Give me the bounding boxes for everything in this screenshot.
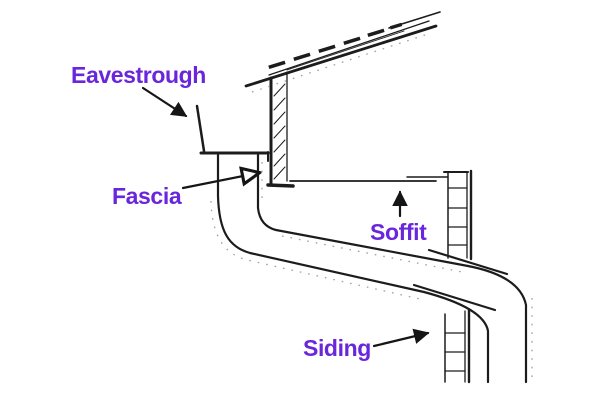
downspout-upper-edge — [256, 153, 528, 384]
downspout-pipe — [216, 153, 528, 384]
siding-wall-upper — [443, 169, 473, 261]
downspout-sketch-stroke-upper — [427, 248, 509, 276]
speckle-texture — [210, 33, 533, 378]
roof-edge-line — [244, 24, 438, 88]
callout-arrows — [141, 86, 430, 348]
siding-courses-upper — [447, 187, 468, 246]
soffit-panel — [289, 176, 449, 182]
roof-deck-line — [268, 20, 430, 76]
siding-arrow — [372, 328, 430, 348]
labels: Eavestrough Fascia Soffit Siding — [71, 62, 427, 361]
fascia-bottom-cap — [266, 183, 295, 188]
fascia-label: Fascia — [112, 183, 182, 209]
downspout-lower-edge — [216, 153, 490, 384]
siding-courses-lower — [444, 332, 466, 372]
eavestrough-arrow — [141, 86, 188, 118]
fascia-board — [266, 71, 295, 188]
shingle-base-line — [286, 30, 405, 71]
downspout-sketch-stroke-lower — [412, 283, 497, 312]
soffit-label: Soffit — [370, 219, 427, 245]
gutter-front-lip — [195, 104, 206, 153]
shingle-tabs — [268, 22, 403, 70]
line-art — [195, 11, 528, 384]
fascia-hatching — [273, 83, 286, 180]
eavestrough-label: Eavestrough — [71, 62, 206, 88]
siding-wall-lower — [444, 308, 471, 384]
roof-shingles — [244, 11, 441, 88]
eavestrough-gutter — [195, 104, 270, 162]
fascia-arrow — [181, 173, 258, 190]
siding-label: Siding — [303, 335, 371, 361]
